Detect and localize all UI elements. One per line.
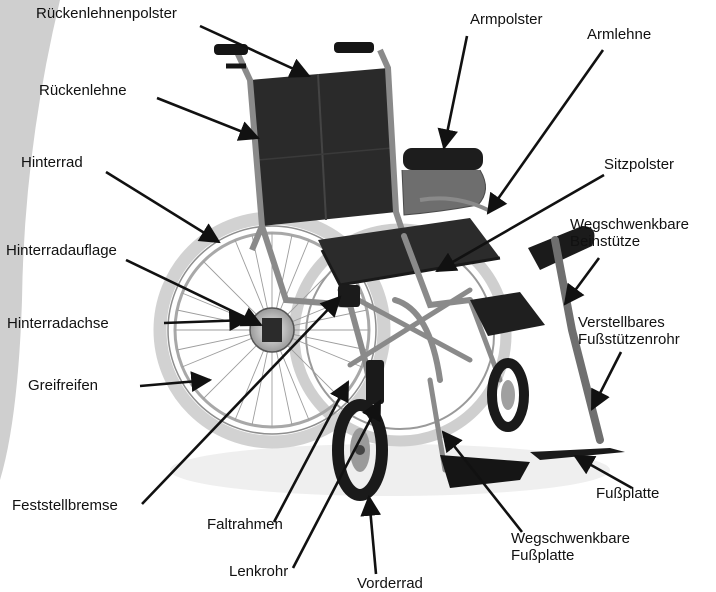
label-lenkrohr: Lenkrohr [229,563,288,580]
label-hinterradauflage: Hinterradauflage [6,242,117,259]
label-hinterrad: Hinterrad [21,154,83,171]
label-beinstuetze-line2: Beinstütze [570,233,689,250]
label-fussplatte-schwenk-line1: Wegschwenkbare [511,530,630,547]
label-fussstuetzenrohr-line1: Verstellbares [578,314,680,331]
wheelchair-illustration [160,42,625,496]
label-beinstuetze: Wegschwenkbare Beinstütze [570,216,689,250]
label-fussplatte-schwenk-line2: Fußplatte [511,547,630,564]
label-armpolster: Armpolster [470,11,543,28]
arrow-hinterradauflage [126,260,261,325]
label-feststellbremse: Feststellbremse [12,497,118,514]
arrow-beinstuetze [565,258,599,304]
label-beinstuetze-line1: Wegschwenkbare [570,216,689,233]
label-fussplatte: Fußplatte [596,485,659,502]
steering-tube [366,360,384,404]
label-rueckenlehne: Rückenlehne [39,82,127,99]
arrow-armlehne [488,50,603,213]
arrow-hinterrad [106,172,219,242]
label-armlehne: Armlehne [587,26,651,43]
arrow-rueckenlehne [157,98,258,138]
label-rueckenlehnenpolster: Rückenlehnenpolster [36,5,177,22]
label-faltrahmen: Faltrahmen [207,516,283,533]
arrow-vorderrad [369,497,376,574]
label-vorderrad: Vorderrad [357,575,423,592]
label-hinterradachse: Hinterradachse [7,315,109,332]
label-fussstuetzenrohr: Verstellbares Fußstützenrohr [578,314,680,348]
label-fussplatte-schwenk: Wegschwenkbare Fußplatte [511,530,630,564]
brake [338,285,360,307]
armrest [402,148,488,215]
front-wheel-far [492,363,524,427]
side-band [0,0,60,480]
label-greifreifen: Greifreifen [28,377,98,394]
label-fussstuetzenrohr-line2: Fußstützenrohr [578,331,680,348]
label-sitzpolster: Sitzpolster [604,156,674,173]
arrow-armpolster [444,36,467,148]
arrow-fussstuetzenrohr [592,352,621,409]
